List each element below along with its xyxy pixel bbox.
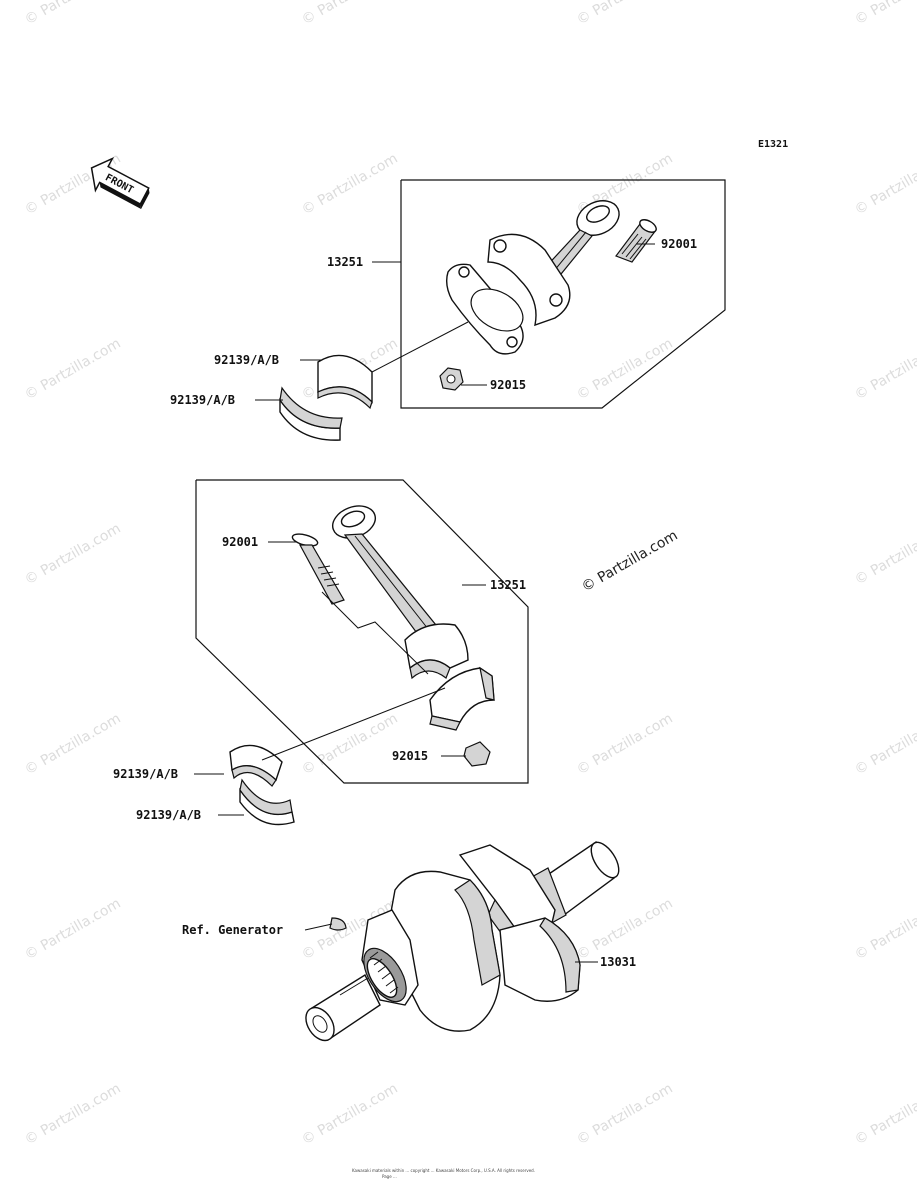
watermark: © Partzilla.com bbox=[22, 336, 124, 404]
watermark: © Partzilla.com bbox=[852, 336, 917, 404]
callout-92139-mid-a: 92139/A/B bbox=[113, 767, 178, 781]
watermark: © Partzilla.com bbox=[22, 1081, 124, 1149]
callout-92015-top: 92015 bbox=[490, 378, 526, 392]
mid-rod-group-frame bbox=[195, 479, 529, 784]
watermark: © Partzilla.com bbox=[299, 151, 401, 219]
top-bearing-leader bbox=[371, 321, 469, 373]
watermark: © Partzilla.com bbox=[852, 711, 917, 779]
callout-92015-mid: 92015 bbox=[392, 749, 428, 763]
watermark: © Partzilla.com bbox=[852, 151, 917, 219]
top-bearing-upper bbox=[317, 354, 373, 410]
mid-connecting-rod bbox=[331, 505, 495, 731]
mid-bearing-upper bbox=[229, 744, 283, 787]
callout-13251-mid: 13251 bbox=[490, 578, 526, 592]
watermark: © Partzilla.com bbox=[574, 1081, 676, 1149]
watermark: © Partzilla.com bbox=[299, 1081, 401, 1149]
leader-ref-generator bbox=[304, 923, 333, 931]
watermark: © Partzilla.com bbox=[299, 711, 401, 779]
center-watermark: © Partzilla.com bbox=[579, 528, 681, 596]
callout-92001-mid: 92001 bbox=[222, 535, 258, 549]
woodruff-key-icon bbox=[329, 917, 347, 931]
watermark: © Partzilla.com bbox=[299, 0, 401, 28]
mid-bearing-leader bbox=[261, 687, 446, 761]
watermark: © Partzilla.com bbox=[574, 336, 676, 404]
watermark: © Partzilla.com bbox=[574, 0, 676, 28]
mid-rod-nut bbox=[463, 741, 491, 767]
callout-13031: 13031 bbox=[600, 955, 636, 969]
mid-bolt-leader bbox=[321, 591, 429, 675]
diagram-code: E1321 bbox=[758, 139, 788, 150]
top-rod-group-frame bbox=[400, 179, 726, 409]
callout-92139-top-a: 92139/A/B bbox=[214, 353, 279, 367]
watermark: © Partzilla.com bbox=[852, 896, 917, 964]
watermark: © Partzilla.com bbox=[574, 896, 676, 964]
crankshaft bbox=[305, 840, 620, 1042]
callout-92139-mid-b: 92139/A/B bbox=[136, 808, 201, 822]
watermark: © Partzilla.com bbox=[852, 521, 917, 589]
top-connecting-rod bbox=[445, 200, 620, 355]
watermark: © Partzilla.com bbox=[574, 711, 676, 779]
watermark: © Partzilla.com bbox=[22, 896, 124, 964]
top-rod-bolt bbox=[615, 219, 657, 263]
mid-bearing-lower bbox=[239, 778, 295, 826]
front-arrow-icon: FRONT bbox=[90, 156, 150, 209]
top-bearing-lower bbox=[279, 386, 343, 441]
mid-rod-bolt bbox=[291, 533, 345, 605]
timing-gear bbox=[363, 947, 407, 1003]
watermark: © Partzilla.com bbox=[852, 1081, 917, 1149]
watermark: © Partzilla.com bbox=[852, 0, 917, 28]
callout-13251-top: 13251 bbox=[327, 255, 363, 269]
callout-92001-top: 92001 bbox=[661, 237, 697, 251]
callout-92139-top-b: 92139/A/B bbox=[170, 393, 235, 407]
footer-copyright: Kawasaki materials within ... copyright … bbox=[352, 1168, 535, 1173]
watermark: © Partzilla.com bbox=[22, 521, 124, 589]
footer-page: Page ... bbox=[382, 1174, 397, 1179]
watermark: © Partzilla.com bbox=[22, 711, 124, 779]
watermark: © Partzilla.com bbox=[22, 0, 124, 28]
top-rod-nut bbox=[439, 367, 464, 391]
callout-ref-generator: Ref. Generator bbox=[182, 923, 283, 937]
